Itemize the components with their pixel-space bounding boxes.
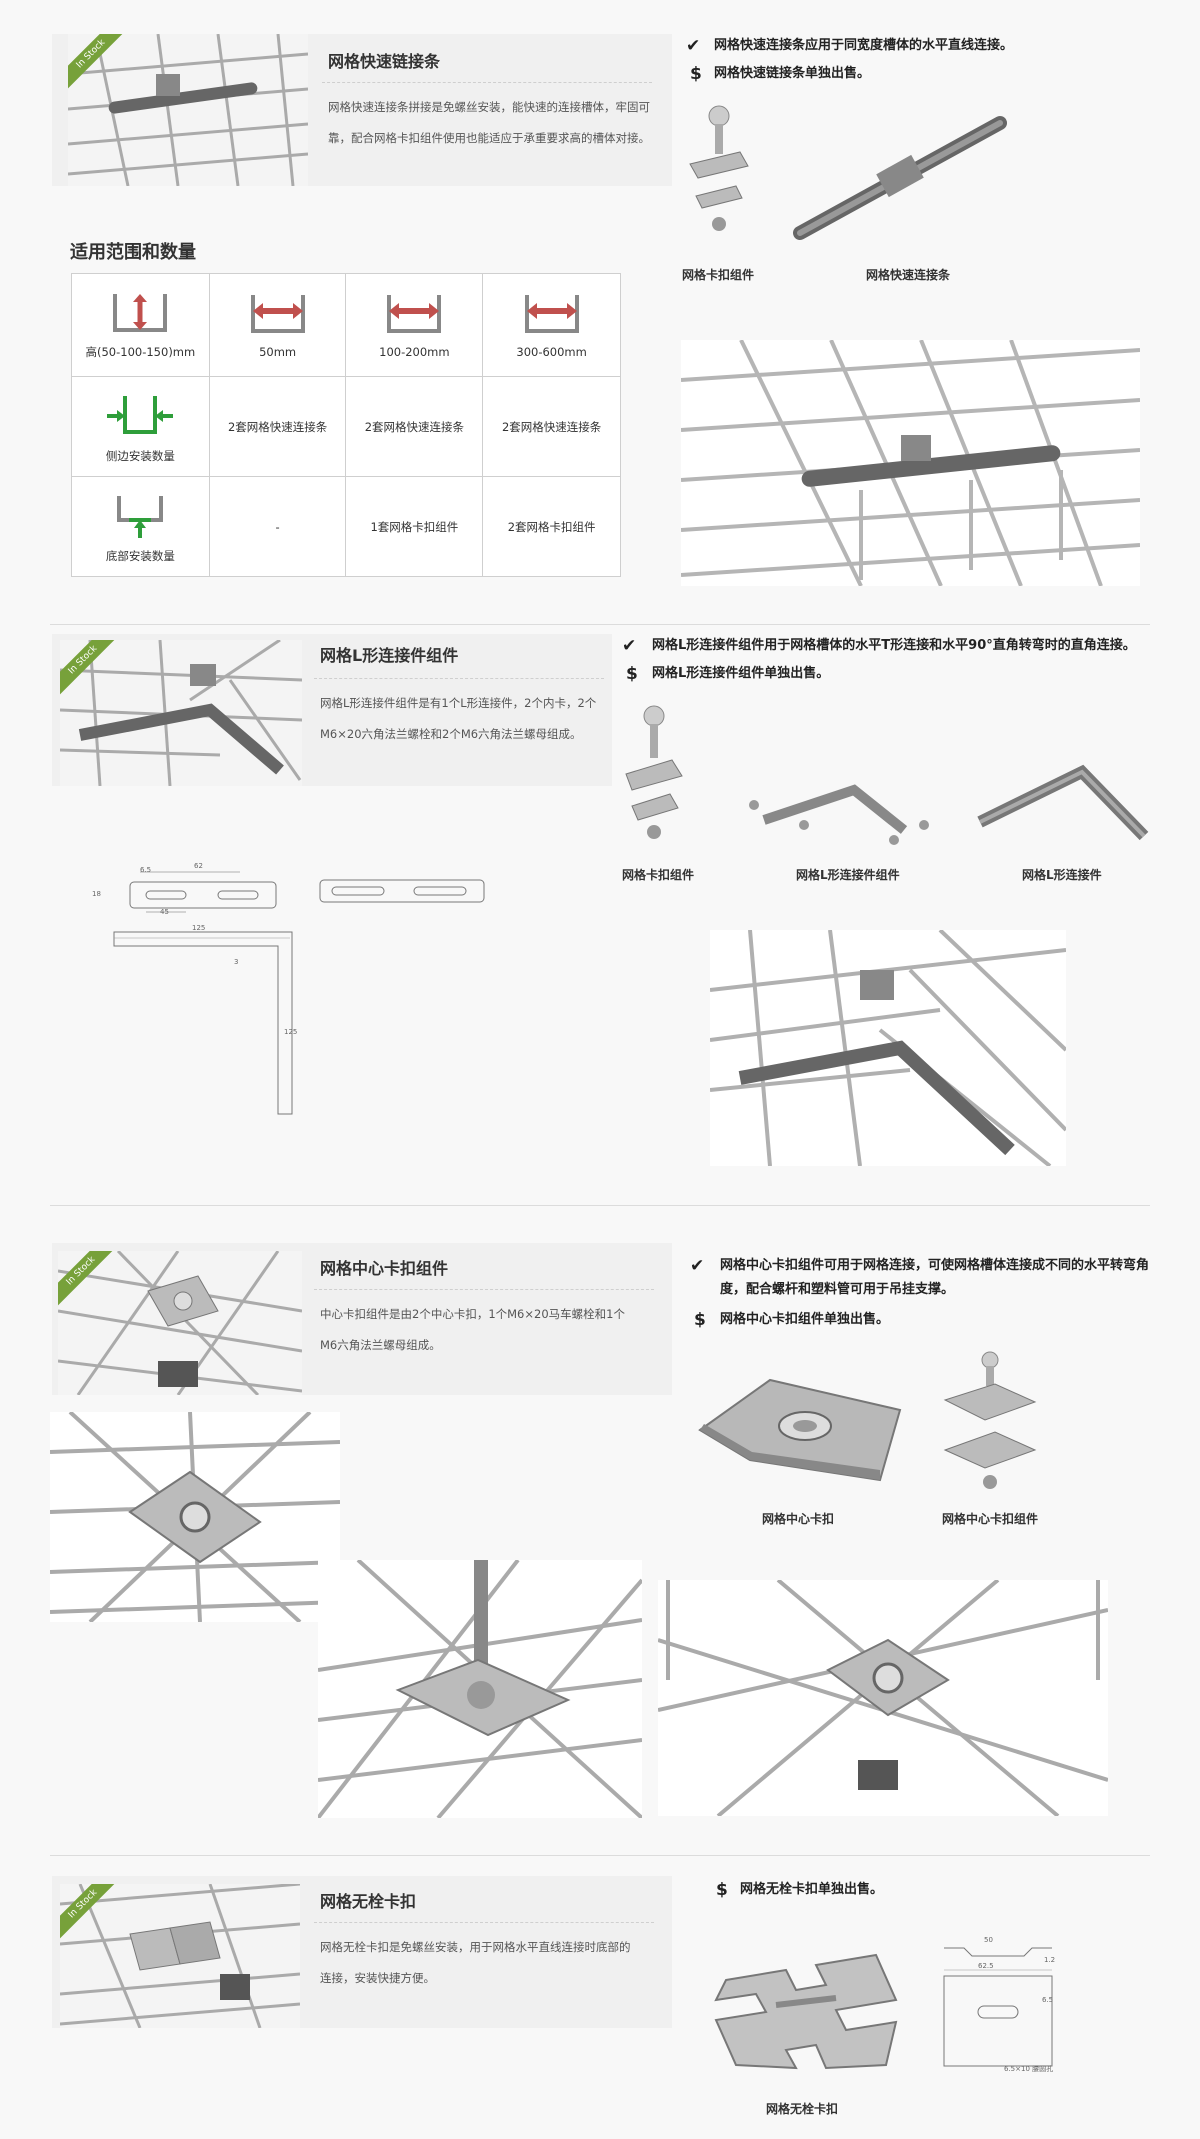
dollar-icon: $ xyxy=(626,664,638,684)
installed-quick-connector-photo xyxy=(681,340,1140,586)
product-card-quick-connector: In Stock 网格快速链接条 网格快速连接条拼接是免螺丝安装，能快速的连接槽… xyxy=(52,34,672,186)
header-cell-300-600: 300-600mm xyxy=(482,273,621,377)
sale-bullet: 网格中心卡扣组件单独出售。 xyxy=(720,1312,890,1327)
dim-label: 45 xyxy=(160,908,169,916)
header-cell-50: 50mm xyxy=(208,273,347,377)
product-title: 网格L形连接件组件 xyxy=(320,646,459,665)
clip-kit-image xyxy=(684,104,754,234)
table-cell: 2套网格快速连接条 xyxy=(208,376,347,477)
product-title: 网格无栓卡扣 xyxy=(320,1892,417,1911)
title-divider xyxy=(314,1289,654,1290)
feature-bullet: 网格中心卡扣组件可用于网格连接，可使网格槽体连接成不同的水平转弯角度，配合螺杆和… xyxy=(720,1258,1150,1297)
table-cell: 2套网格快速连接条 xyxy=(345,376,484,477)
dollar-icon: $ xyxy=(690,64,702,84)
table-cell: 2套网格快速连接条 xyxy=(482,376,621,477)
installed-l-connector-photo xyxy=(710,930,1066,1166)
feature-bullet: 网格L形连接件组件用于网格槽体的水平T形连接和水平90°直角转弯时的直角连接。 xyxy=(652,638,1136,653)
boltless-clip-image xyxy=(706,1950,906,2070)
title-divider xyxy=(314,1922,654,1923)
dim-label: 6.5 xyxy=(1042,1996,1054,2004)
caption-l-connector: 网格L形连接件 xyxy=(1022,868,1102,882)
row-label-side: 侧边安装数量 xyxy=(71,376,210,477)
dollar-icon: $ xyxy=(716,1880,728,1900)
dim-label: 6.5 xyxy=(140,866,152,874)
section-divider xyxy=(50,1205,1150,1206)
feature-bullet: 网格快速连接条应用于同宽度槽体的水平直线连接。 xyxy=(714,38,1014,53)
product-title: 网格快速链接条 xyxy=(328,52,441,71)
tray-width-icon xyxy=(524,295,579,333)
center-clip-image xyxy=(690,1370,910,1490)
installed-center-clip-photo-3 xyxy=(658,1580,1108,1816)
dim-label: 6.5×10 腰圆孔 xyxy=(1004,2065,1054,2073)
product-card-l-connector: In Stock 网格L形连接件组件 网格L形连接件组件是有1个L形连接件，2个… xyxy=(52,634,612,786)
dim-label: 62 xyxy=(194,862,203,870)
section-divider xyxy=(50,1855,1150,1856)
product-description: 网格L形连接件组件是有1个L形连接件，2个内卡，2个M6×20六角法兰螺栓和2个… xyxy=(320,696,597,741)
l-connector-kit-image xyxy=(744,770,944,850)
product-photo-boltless-clip: In Stock xyxy=(60,1884,300,2028)
side-mount-icon xyxy=(107,395,174,434)
technical-drawing-l: 125 3 125 xyxy=(110,924,310,1118)
bottom-mount-icon xyxy=(117,495,164,538)
caption-quick-bar: 网格快速连接条 xyxy=(866,268,951,282)
sale-bullet: 网格L形连接件组件单独出售。 xyxy=(652,666,830,681)
table-cell: - xyxy=(208,476,347,577)
product-card-center-clip: In Stock 网格中心卡扣组件 中心卡扣组件是由2个中心卡扣，1个M6×20… xyxy=(52,1243,672,1395)
caption-center-clip: 网格中心卡扣 xyxy=(762,1512,835,1526)
check-icon: ✔ xyxy=(622,636,637,656)
wire-tray-photo xyxy=(68,34,308,186)
header-cell-height: 高(50-100-150)mm xyxy=(71,273,210,377)
check-icon: ✔ xyxy=(686,36,701,56)
boltless-clip-drawing: 50 1.2 62.5 6.5 6.5×10 腰圆孔 xyxy=(934,1936,1074,2076)
title-divider xyxy=(322,82,652,83)
product-photo-quick-connector: In Stock xyxy=(68,34,308,186)
product-description: 网格快速连接条拼接是免螺丝安装，能快速的连接槽体，牢固可靠，配合网格卡扣组件使用… xyxy=(328,100,650,145)
product-photo-center-clip: In Stock xyxy=(58,1251,302,1395)
sale-bullet: 网格快速链接条单独出售。 xyxy=(714,66,871,81)
dim-label: 125 xyxy=(192,924,206,932)
product-card-boltless-clip: In Stock 网格无栓卡扣 网格无栓卡扣是免螺丝安装，用于网格水平直线连接时… xyxy=(52,1876,672,2028)
caption-clip-kit: 网格卡扣组件 xyxy=(682,268,755,282)
table-cell: 2套网格卡扣组件 xyxy=(482,476,621,577)
product-description: 网格无栓卡扣是免螺丝安装，用于网格水平直线连接时底部的连接，安装快捷方便。 xyxy=(320,1940,631,1985)
caption-clip-kit: 网格卡扣组件 xyxy=(622,868,695,882)
sale-bullet: 网格无栓卡扣单独出售。 xyxy=(740,1882,884,1897)
row-label-bottom: 底部安装数量 xyxy=(71,476,210,577)
installed-center-clip-photo-1 xyxy=(50,1412,340,1622)
tray-width-icon xyxy=(387,295,442,333)
dim-label: 1.2 xyxy=(1044,1956,1056,1964)
product-title: 网格中心卡扣组件 xyxy=(320,1259,449,1278)
tray-height-icon xyxy=(113,294,168,332)
center-clip-kit-image xyxy=(940,1350,1040,1490)
check-icon: ✔ xyxy=(690,1256,705,1276)
dollar-icon: $ xyxy=(694,1310,706,1330)
section-title-scope: 适用范围和数量 xyxy=(70,242,196,263)
technical-drawing-side xyxy=(318,878,488,906)
dim-label: 3 xyxy=(234,958,239,966)
product-photo-l-connector: In Stock xyxy=(60,640,302,786)
dim-label: 50 xyxy=(984,1936,993,1944)
dim-label: 18 xyxy=(92,890,101,898)
caption-l-kit: 网格L形连接件组件 xyxy=(796,868,900,882)
technical-drawing-flat: 6.5 62 45 18 xyxy=(90,862,290,918)
quantity-table: 高(50-100-150)mm 50mm 100-200mm 300-600mm… xyxy=(71,273,621,577)
dim-label: 62.5 xyxy=(978,1962,994,1970)
caption-boltless-clip: 网格无栓卡扣 xyxy=(766,2102,839,2116)
l-connector-image xyxy=(972,760,1152,850)
section-divider xyxy=(50,624,1150,625)
header-cell-100-200: 100-200mm xyxy=(345,273,484,377)
product-description: 中心卡扣组件是由2个中心卡扣，1个M6×20马车螺栓和1个M6六角法兰螺母组成。 xyxy=(320,1307,625,1352)
table-cell: 1套网格卡扣组件 xyxy=(345,476,484,577)
clip-kit-image xyxy=(622,704,686,844)
caption-center-kit: 网格中心卡扣组件 xyxy=(942,1512,1039,1526)
quick-bar-image xyxy=(790,108,1020,248)
installed-center-clip-photo-2 xyxy=(318,1560,642,1818)
dim-label: 125 xyxy=(284,1028,298,1036)
tray-width-icon xyxy=(250,295,305,333)
title-divider xyxy=(314,678,604,679)
